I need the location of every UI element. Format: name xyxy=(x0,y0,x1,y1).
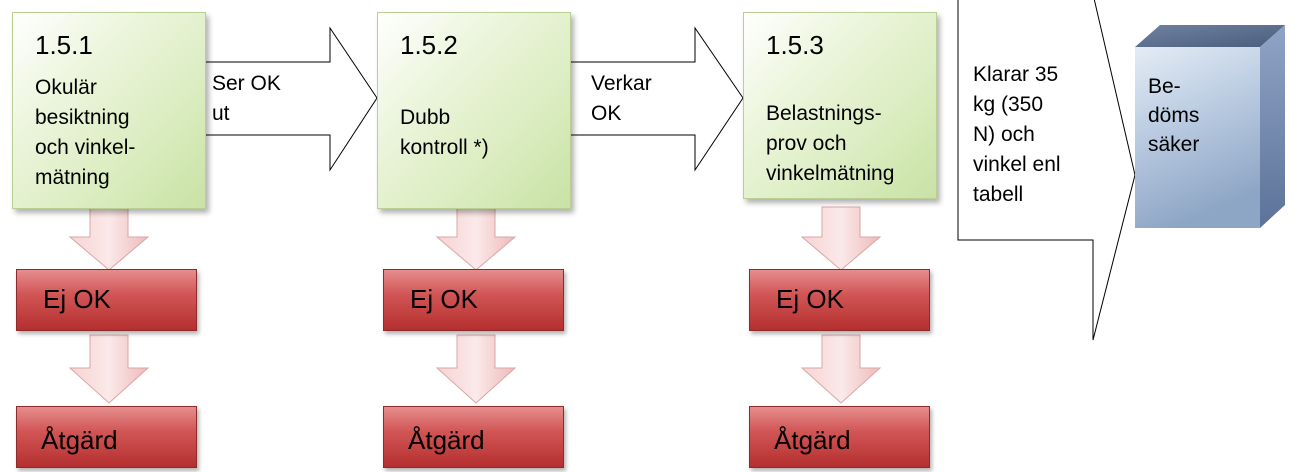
step-number: 1.5.1 xyxy=(35,30,93,60)
step-description: Belastnings- prov och vinkelmätning xyxy=(766,102,895,185)
right-arrow-1 xyxy=(204,26,378,172)
fail-box-2: Ej OK xyxy=(383,269,564,331)
down-arrow-2b xyxy=(435,334,517,404)
right-arrow-2 xyxy=(569,26,744,172)
step-box-3: 1.5.3 Belastnings- prov och vinkelmätnin… xyxy=(743,12,937,199)
step-number: 1.5.3 xyxy=(766,30,824,60)
action-label: Åtgärd xyxy=(408,425,485,455)
down-arrow-3a xyxy=(800,206,882,271)
result-label: Be- döms säker xyxy=(1148,75,1200,156)
result-cube xyxy=(1135,25,1285,228)
action-label: Åtgärd xyxy=(41,425,118,455)
step-box-1: 1.5.1 Okulär besiktning och vinkel- mätn… xyxy=(12,12,206,209)
cube-front-face xyxy=(1135,47,1260,228)
transition-label-1: Ser OK ut xyxy=(212,72,281,125)
fail-label: Ej OK xyxy=(43,284,111,314)
down-arrow-1b xyxy=(68,334,150,404)
fail-box-3: Ej OK xyxy=(749,269,930,331)
cube-top-face xyxy=(1135,25,1285,47)
action-box-3: Åtgärd xyxy=(749,406,930,468)
fail-label: Ej OK xyxy=(776,284,844,314)
transition-label-3: Klarar 35 kg (350 N) och vinkel enl tabe… xyxy=(973,63,1061,206)
step-box-2: 1.5.2 Dubb kontroll *) xyxy=(377,12,571,209)
fail-label: Ej OK xyxy=(410,284,478,314)
step-description: Okulär besiktning och vinkel- mätning xyxy=(35,76,136,189)
step-description: Dubb kontroll *) xyxy=(400,106,489,159)
action-box-1: Åtgärd xyxy=(16,406,197,468)
down-arrow-2a xyxy=(435,206,517,271)
transition-label-2: Verkar OK xyxy=(591,72,652,125)
down-arrow-1a xyxy=(68,206,150,271)
action-box-2: Åtgärd xyxy=(383,406,564,468)
cube-side-face xyxy=(1260,25,1285,228)
down-arrow-3b xyxy=(800,334,882,404)
step-number: 1.5.2 xyxy=(400,30,458,60)
fail-box-1: Ej OK xyxy=(16,269,197,331)
action-label: Åtgärd xyxy=(774,425,851,455)
right-arrow-3 xyxy=(957,0,1136,341)
